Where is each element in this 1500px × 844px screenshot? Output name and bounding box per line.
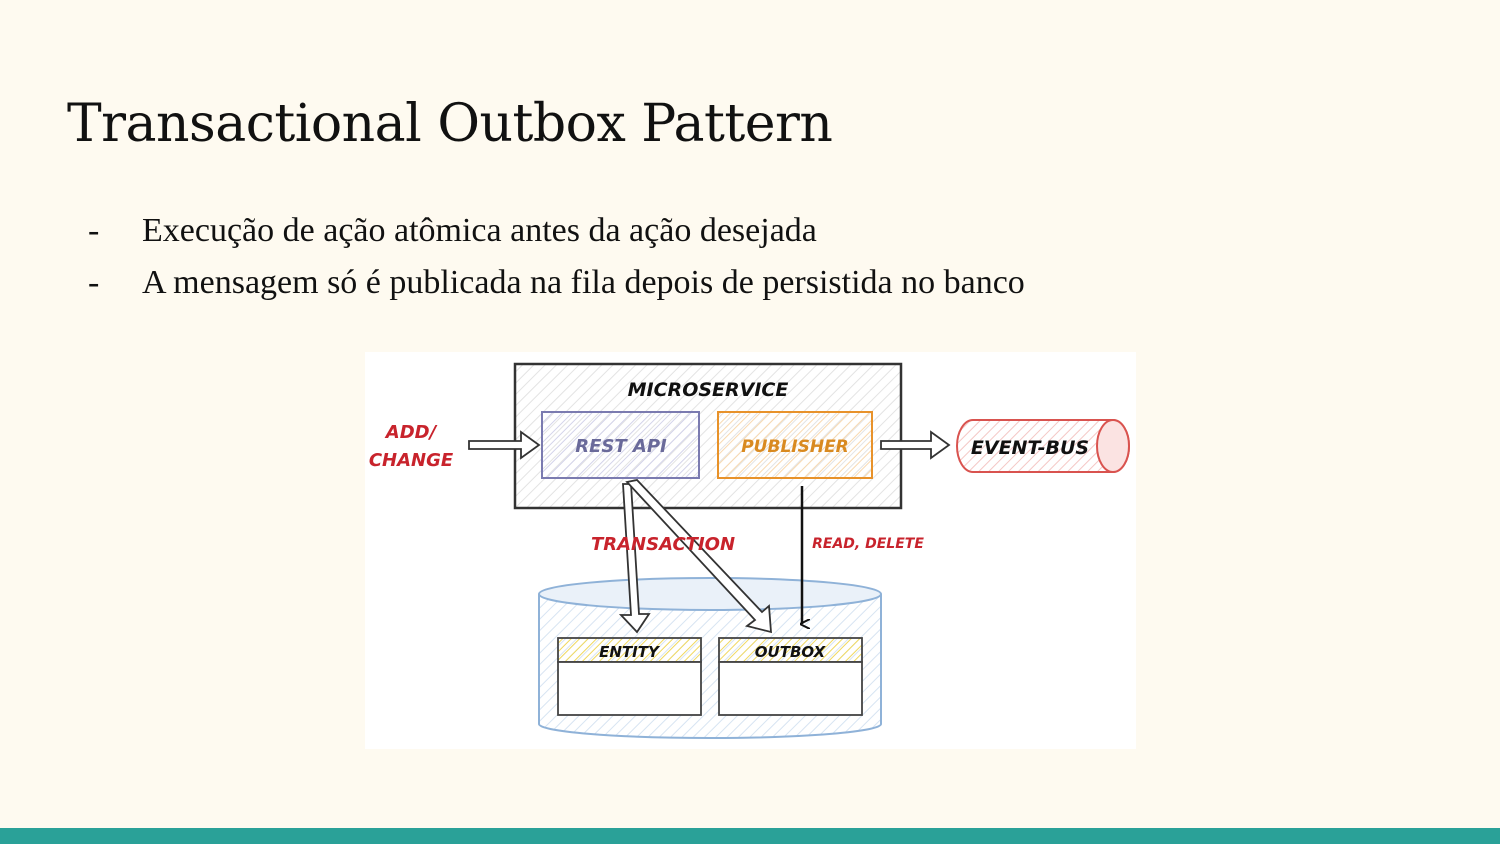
footer-bar	[0, 828, 1500, 844]
bullet-item: - A mensagem só é publicada na fila depo…	[88, 259, 1025, 311]
transaction-arrow-outbox	[625, 479, 772, 634]
transaction-arrow-entity	[618, 483, 651, 634]
slide-title: Transactional Outbox Pattern	[67, 94, 833, 154]
outbox-table: OUTBOX	[718, 637, 863, 716]
bullet-marker: -	[88, 264, 100, 301]
rest-api-box: REST API	[541, 411, 700, 479]
add-change-label-line2: CHANGE	[369, 450, 454, 471]
microservice-label: MICROSERVICE	[628, 379, 789, 401]
input-arrow	[468, 430, 541, 460]
outbox-diagram: MICROSERVICE REST API PUBLISHER ADD/ CHA…	[365, 352, 1136, 749]
event-bus-label: EVENT-BUS	[971, 437, 1089, 459]
bullet-item: - Execução de ação atômica antes da ação…	[88, 207, 1025, 259]
event-bus: EVENT-BUS	[956, 419, 1130, 473]
read-delete-label: READ, DELETE	[812, 536, 924, 552]
bullet-list: - Execução de ação atômica antes da ação…	[88, 207, 1025, 311]
add-change-label-line1: ADD/	[384, 422, 438, 443]
outbox-label: OUTBOX	[755, 643, 827, 661]
rest-api-label: REST API	[575, 436, 667, 457]
transaction-label: TRANSACTION	[591, 534, 735, 555]
entity-label: ENTITY	[599, 643, 661, 661]
publisher-box: PUBLISHER	[717, 411, 873, 479]
publisher-label: PUBLISHER	[741, 437, 849, 457]
output-arrow	[880, 430, 951, 460]
bullet-text: A mensagem só é publicada na fila depois…	[142, 264, 1025, 301]
entity-table: ENTITY	[557, 637, 702, 716]
outbox-diagram-svg: MICROSERVICE REST API PUBLISHER ADD/ CHA…	[369, 362, 1130, 739]
bullet-marker: -	[88, 212, 100, 249]
bullet-text: Execução de ação atômica antes da ação d…	[142, 212, 817, 249]
